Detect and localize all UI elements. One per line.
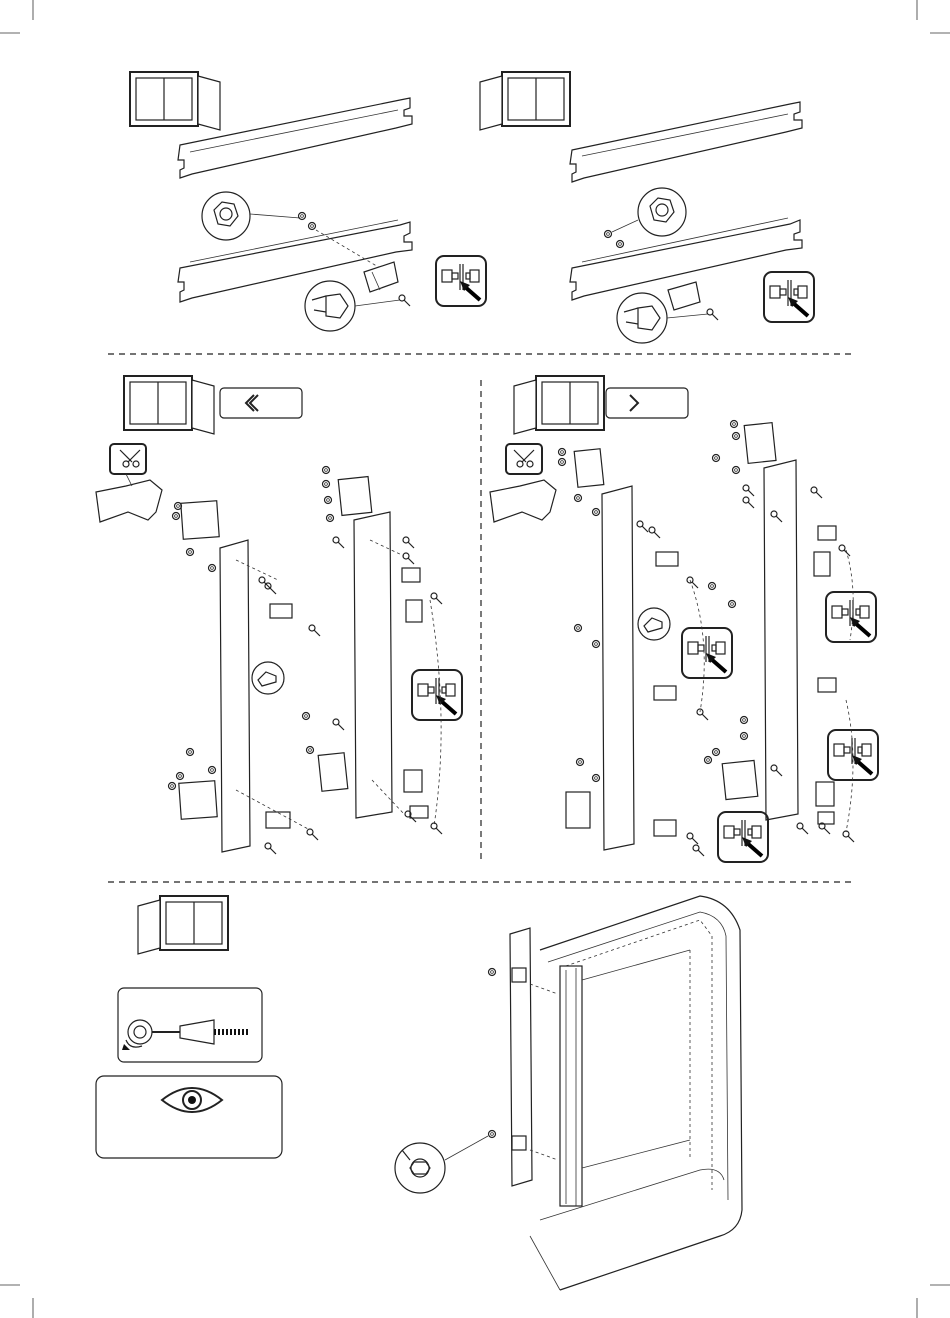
step-mid-left [96, 376, 462, 854]
fitting-detail-icon [436, 256, 486, 306]
step-bottom [96, 896, 742, 1290]
fitting-detail-icon [764, 272, 814, 322]
cutter-tool [490, 480, 556, 522]
cabinet-door-open-left-icon [130, 72, 220, 130]
cabinet-door-open-right-icon [514, 376, 604, 434]
fitting-detail-icon [412, 670, 462, 720]
mounting-plate [574, 449, 604, 488]
bracket [364, 262, 398, 292]
cutter-scissors-icon [506, 444, 542, 474]
step-mid-right [490, 376, 878, 862]
vertical-rail [764, 460, 798, 820]
plug-detail [252, 662, 284, 694]
nut-detail [202, 192, 250, 240]
vertical-rail [602, 486, 634, 850]
mounting-plate [318, 753, 348, 792]
direction-box-left [220, 388, 302, 418]
cutter-tool [96, 480, 162, 522]
mounting-plate [179, 781, 217, 819]
direction-box-right [606, 388, 688, 418]
mounting-plate [338, 477, 372, 516]
bracket [668, 282, 700, 310]
fitting-detail-icon [682, 628, 732, 678]
step-top-right [480, 72, 814, 343]
chevron-right-icon [630, 395, 638, 411]
nut-detail [638, 188, 686, 236]
rail-upper [570, 102, 802, 182]
cabinet-door-open-right-icon [138, 896, 228, 954]
cabinet-frame [530, 896, 742, 1290]
fitting-detail-icon [718, 812, 768, 862]
mounting-plate [744, 423, 776, 464]
cabinet-door-open-left-icon [124, 376, 214, 434]
plug-detail [638, 608, 670, 640]
mounting-plate [181, 501, 219, 539]
vertical-rail [354, 512, 392, 818]
vertical-rail [220, 540, 250, 852]
cabinet-door-open-right-icon [480, 72, 570, 130]
step-top-left [130, 72, 486, 331]
mounting-plate [566, 792, 590, 828]
cutter-scissors-icon [110, 444, 146, 474]
mounting-plate [722, 760, 758, 799]
